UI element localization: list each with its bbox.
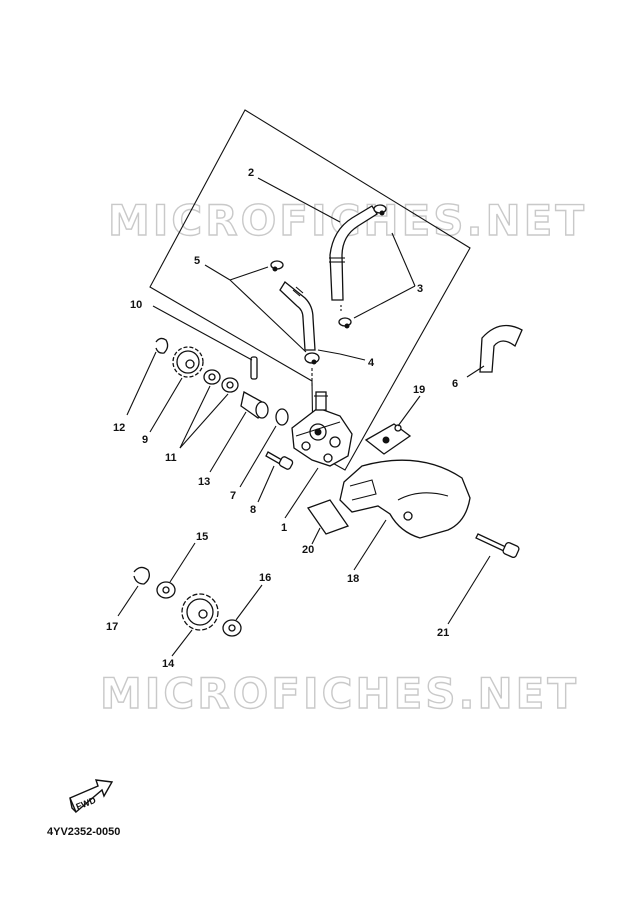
part-20-damper — [306, 499, 350, 535]
part-13-shaft — [240, 391, 269, 419]
part-5-hose — [270, 260, 316, 351]
part-14-gear — [181, 593, 219, 631]
watermark-top: MICROFICHES.NET — [108, 196, 587, 245]
part-19-plate — [364, 423, 412, 455]
callout-numbers: 1 2 3 4 5 6 7 8 9 10 11 12 13 14 15 16 1… — [106, 167, 458, 670]
part-9-gear — [172, 346, 204, 378]
part-17-circlip — [133, 566, 150, 585]
part-4-clip — [304, 352, 320, 388]
callout-16: 16 — [259, 572, 271, 584]
part-10-pin — [250, 356, 258, 380]
part-7-o-ring — [275, 408, 289, 426]
part-18-cover — [339, 459, 471, 539]
callout-20: 20 — [302, 544, 314, 556]
part-6-bracket — [479, 324, 523, 373]
callout-14: 14 — [162, 658, 175, 670]
callout-9: 9 — [142, 434, 148, 446]
callout-18: 18 — [347, 573, 359, 585]
part-11-washers — [203, 369, 239, 393]
part-15-washer — [156, 581, 176, 599]
callout-19: 19 — [413, 384, 425, 396]
diagram-code: 4YV2352-0050 — [47, 826, 121, 838]
callout-13: 13 — [198, 476, 210, 488]
callout-2: 2 — [248, 167, 254, 179]
fwd-arrow-icon: FWD — [69, 779, 114, 814]
part-2-hose — [329, 205, 378, 301]
callout-6: 6 — [452, 378, 458, 390]
callout-12: 12 — [113, 422, 125, 434]
part-16-washer — [222, 619, 242, 637]
callout-4: 4 — [368, 357, 375, 369]
part-8-bolt — [265, 451, 294, 470]
leader-lines — [117, 177, 491, 657]
callout-5: 5 — [194, 255, 200, 267]
callout-15: 15 — [196, 531, 208, 543]
part-1-oil-pump — [291, 391, 353, 467]
callout-21: 21 — [437, 627, 449, 639]
callout-8: 8 — [250, 504, 256, 516]
callout-11: 11 — [165, 452, 177, 464]
callout-7: 7 — [230, 490, 236, 502]
part-3-clips — [338, 204, 387, 329]
callout-3: 3 — [417, 283, 423, 295]
callout-10: 10 — [130, 299, 142, 311]
watermark-bottom: MICROFICHES.NET — [100, 669, 579, 718]
part-21-bolt — [475, 533, 520, 559]
part-12-circlip — [155, 337, 169, 354]
callout-1: 1 — [281, 522, 287, 534]
callout-17: 17 — [106, 621, 118, 633]
